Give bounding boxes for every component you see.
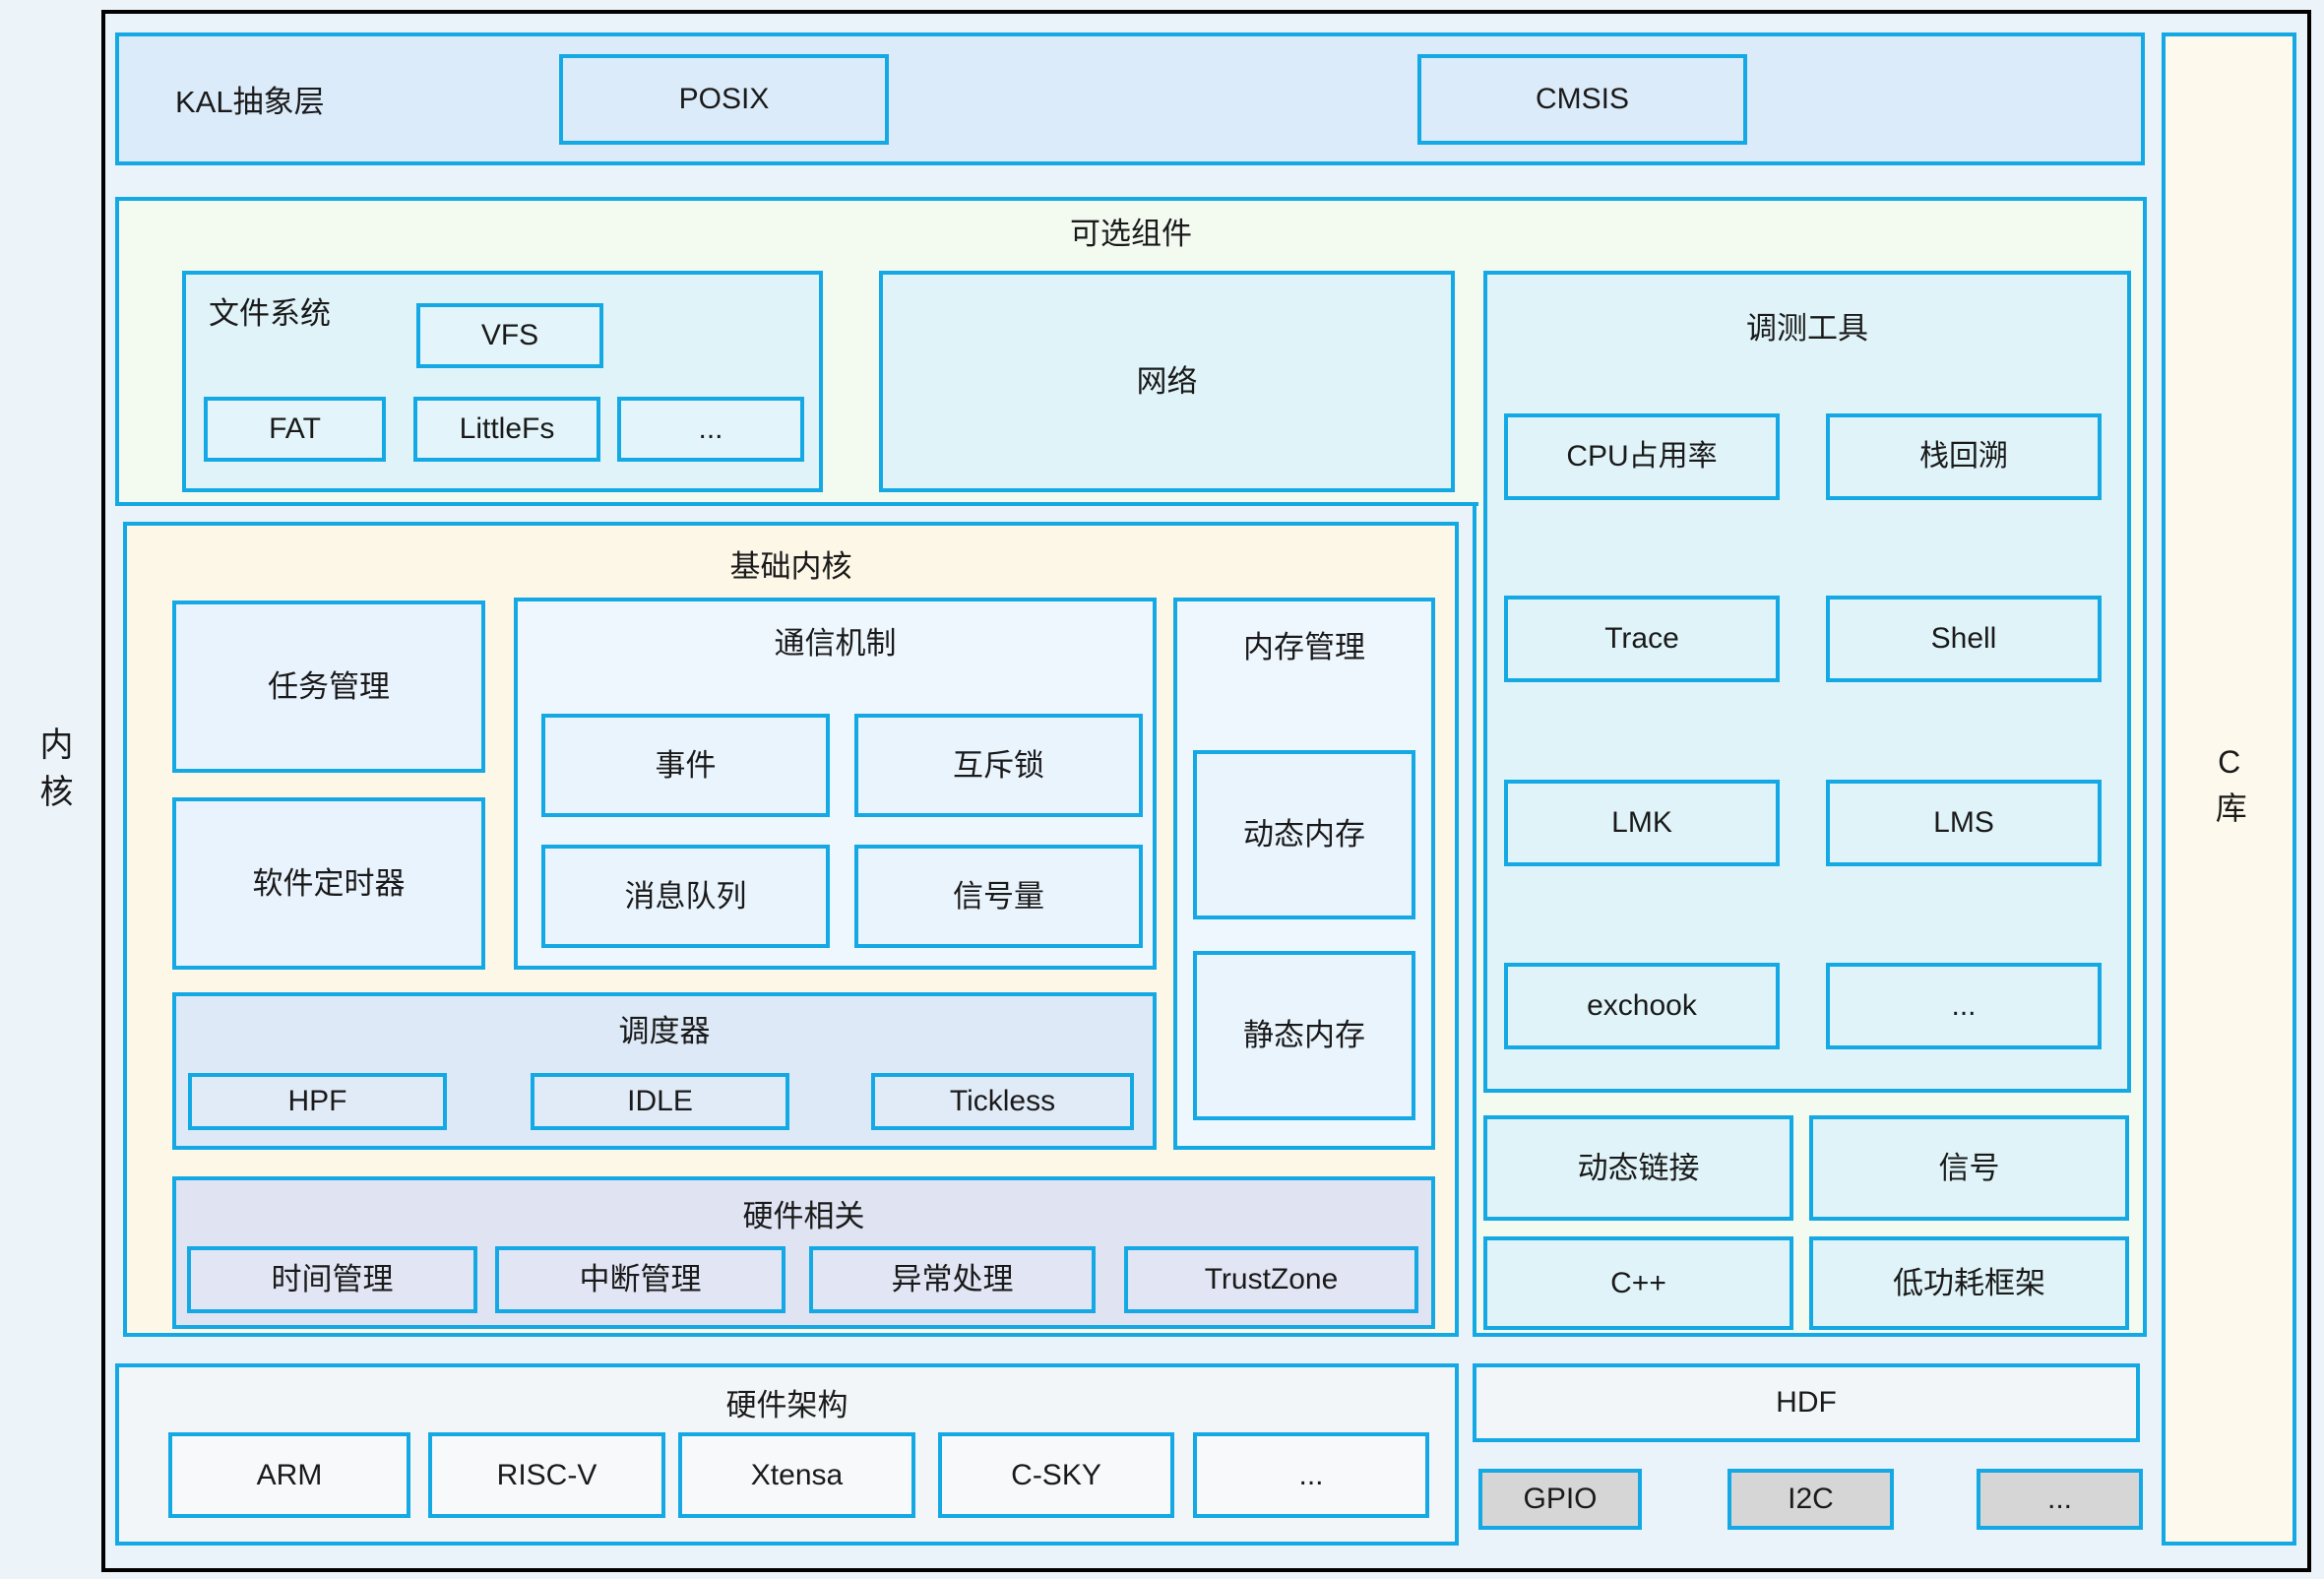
event-box: 事件 <box>541 714 830 817</box>
interrupt-management-box: 中断管理 <box>495 1246 785 1313</box>
hdf-box: HDF <box>1473 1363 2140 1442</box>
xtensa-box: Xtensa <box>678 1432 915 1518</box>
task-management-box: 任务管理 <box>172 600 485 773</box>
filesystem-more-box: ... <box>617 397 804 462</box>
riscv-box: RISC-V <box>428 1432 665 1518</box>
dynamic-memory-box: 动态内存 <box>1193 750 1415 919</box>
arm-box: ARM <box>168 1432 410 1518</box>
stack-backtrace-box: 栈回溯 <box>1826 413 2102 500</box>
i2c-box: I2C <box>1727 1469 1894 1530</box>
static-memory-box: 静态内存 <box>1193 951 1415 1120</box>
kal-layer-label: KAL抽象层 <box>175 85 325 119</box>
software-timer-box: 软件定时器 <box>172 797 485 970</box>
trace-box: Trace <box>1504 596 1780 682</box>
hdf-more-box: ... <box>1977 1469 2143 1530</box>
vfs-box: VFS <box>416 303 603 368</box>
cmsis-box: CMSIS <box>1417 54 1747 145</box>
tickless-box: Tickless <box>871 1073 1134 1130</box>
scheduler-title: 调度器 <box>618 1014 711 1048</box>
cpp-box: C++ <box>1483 1236 1793 1330</box>
optional-components-title: 可选组件 <box>1070 217 1192 251</box>
lms-box: LMS <box>1826 780 2102 866</box>
lmk-box: LMK <box>1504 780 1780 866</box>
ipc-title: 通信机制 <box>774 626 897 661</box>
cpu-usage-box: CPU占用率 <box>1504 413 1780 500</box>
posix-box: POSIX <box>559 54 889 145</box>
filesystem-label: 文件系统 <box>209 296 331 331</box>
mutex-box: 互斥锁 <box>854 714 1143 817</box>
optional-components-border-segment <box>115 502 1478 506</box>
littlefs-box: LittleFs <box>413 397 600 462</box>
debug-tools-title: 调测工具 <box>1746 311 1868 346</box>
trustzone-box: TrustZone <box>1124 1246 1418 1313</box>
hardware-related-title: 硬件相关 <box>742 1199 865 1233</box>
hpf-box: HPF <box>188 1073 447 1130</box>
clib-strip: C库 <box>2162 32 2296 1546</box>
shell-box: Shell <box>1826 596 2102 682</box>
base-kernel-title: 基础内核 <box>729 549 852 584</box>
exchook-box: exchook <box>1504 963 1780 1049</box>
message-queue-box: 消息队列 <box>541 845 830 948</box>
low-power-box: 低功耗框架 <box>1809 1236 2129 1330</box>
network-box: 网络 <box>879 271 1455 492</box>
memory-management-title: 内存管理 <box>1243 630 1365 664</box>
arch-more-box: ... <box>1193 1432 1429 1518</box>
kernel-side-label: 内核 <box>34 726 72 821</box>
hardware-arch-title: 硬件架构 <box>725 1388 848 1422</box>
kal-layer-box <box>115 32 2145 165</box>
dynamic-link-box: 动态链接 <box>1483 1115 1793 1221</box>
exception-handling-box: 异常处理 <box>809 1246 1096 1313</box>
signal-box: 信号 <box>1809 1115 2129 1221</box>
time-management-box: 时间管理 <box>187 1246 477 1313</box>
debug-more-box: ... <box>1826 963 2102 1049</box>
fat-box: FAT <box>204 397 386 462</box>
gpio-box: GPIO <box>1478 1469 1642 1530</box>
csky-box: C-SKY <box>938 1432 1174 1518</box>
idle-box: IDLE <box>531 1073 789 1130</box>
semaphore-box: 信号量 <box>854 845 1143 948</box>
